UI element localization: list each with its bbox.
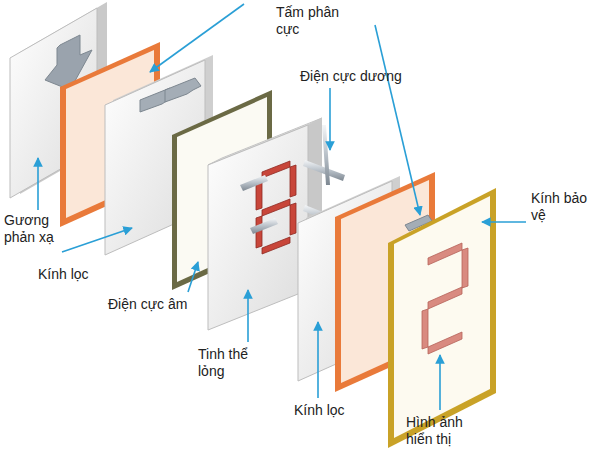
part-label: Tinh thể lỏng [198,346,268,380]
part-label: Hình ảnh hiển thị [406,414,486,448]
part-label: Gương phản xạ [4,212,74,246]
part-label: Điện cực dương [300,68,440,85]
part-label: Kính lọc [38,266,128,283]
part-label: Kính lọc [294,402,384,419]
leader-lines [38,4,526,410]
part-label: Tấm phân cực [276,4,348,38]
part-label: Kính bảo vệ [531,190,591,224]
part-label: Điện cực âm [108,296,228,313]
protective-glass [388,188,496,448]
